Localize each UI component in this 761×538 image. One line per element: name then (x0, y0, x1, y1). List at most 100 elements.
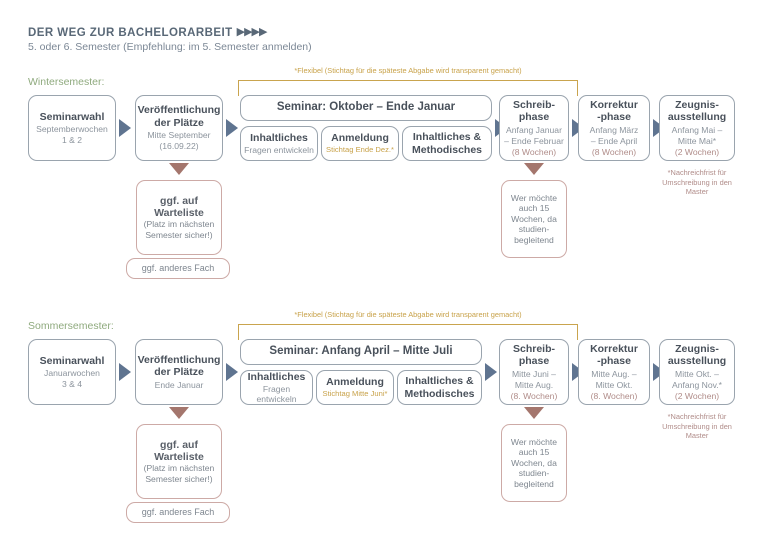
page-subtitle: 5. oder 6. Semester (Empfehlung: im 5. S… (28, 41, 312, 53)
box-title-line2: ausstellung (667, 111, 727, 124)
flexible-bracket-sommer (238, 324, 578, 340)
box-zeugnis-winter[interactable]: Zeugnis- ausstellung Anfang Mai – Mitte … (659, 95, 735, 161)
box-title-line2: ausstellung (667, 355, 727, 368)
box-subtitle-2: Semester sicher!) (145, 229, 213, 240)
box-title-line1: Korrektur (590, 342, 638, 355)
box-title-line2: Warteliste (154, 451, 204, 464)
box-anderes-fach-winter[interactable]: ggf. anderes Fach (126, 258, 230, 279)
box-schreibphase-sommer[interactable]: Schreib- phase Mitte Juni – Mitte Aug. (… (499, 339, 569, 405)
box-schreibphase-winter[interactable]: Schreib- phase Anfang Januar – Ende Febr… (499, 95, 569, 161)
box-title-line1: ggf. auf (160, 438, 198, 451)
arrow-right-icon (119, 119, 131, 137)
box-duration: (2 Wochen) (674, 146, 720, 157)
box-title: Seminar: Oktober – Ende Januar (276, 101, 456, 114)
box-subtitle: (Platz im nächsten (143, 463, 215, 474)
box-title: Inhaltliches (250, 131, 308, 144)
box-veroeffentlichung-winter[interactable]: Veröffentlichung der Plätze Mitte Septem… (135, 95, 223, 161)
box-line-3: Wochen, da (511, 457, 557, 468)
box-inhaltliches-winter[interactable]: Inhaltliches Fragen entwickeln (240, 126, 318, 161)
box-subtitle: Anfang Mai – (671, 124, 723, 135)
box-title: Seminarwahl (39, 110, 105, 123)
page-title: DER WEG ZUR BACHELORARBEIT▶▶▶▶ (28, 25, 268, 39)
box-subtitle-2: Anfang Nov.* (671, 379, 722, 390)
box-subtitle-2: (16.09.22) (159, 141, 199, 152)
box-label: ggf. anderes Fach (141, 263, 215, 274)
box-korrekturphase-winter[interactable]: Korrektur -phase Anfang März – Ende Apri… (578, 95, 650, 161)
box-zeugnis-sommer[interactable]: Zeugnis- ausstellung Mitte Okt. – Anfang… (659, 339, 735, 405)
box-title-line1: Korrektur (590, 98, 638, 111)
box-seminar-winter[interactable]: Seminar: Oktober – Ende Januar (240, 95, 492, 121)
box-title-line2: Methodisches (411, 143, 482, 156)
box-line-5: begleitend (514, 478, 554, 489)
title-arrows-icon: ▶▶▶▶ (236, 26, 268, 38)
box-title-line1: Inhaltliches & (412, 131, 482, 144)
arrow-right-icon (119, 363, 131, 381)
box-title-line2: phase (518, 111, 550, 124)
box-subtitle: Anfang Januar (506, 124, 562, 135)
box-korrekturphase-sommer[interactable]: Korrektur -phase Mitte Aug. – Mitte Okt.… (578, 339, 650, 405)
box-title-line1: Schreib- (512, 98, 555, 111)
box-line-1: Wer möchte (510, 436, 558, 447)
box-subtitle: Mitte Aug. – (591, 368, 637, 379)
box-title-line1: Zeugnis- (675, 342, 719, 355)
box-subtitle-2: Mitte Mai* (677, 135, 717, 146)
box-subtitle-2: – Ende April (590, 135, 638, 146)
box-duration: (8 Wochen) (591, 146, 637, 157)
box-subtitle-2: – Ende Februar (504, 135, 564, 146)
box-title: Inhaltliches (247, 370, 306, 383)
box-line-2: auch 15 (518, 203, 550, 214)
box-title: Anmeldung (326, 376, 384, 389)
box-deadline-note: Stichtag Ende Dez.* (326, 144, 394, 154)
arrow-down-icon (524, 163, 544, 175)
box-line-4: studien- (518, 468, 550, 479)
box-title-line1: Veröffentlichung (137, 354, 221, 367)
footnote-nachreichfrist-winter: *Nachreichfrist für Umschreibung in den … (662, 168, 732, 197)
box-anmeldung-winter[interactable]: Anmeldung Stichtag Ende Dez.* (321, 126, 399, 161)
box-subtitle: Januarwochen (44, 368, 100, 379)
box-line-2: auch 15 (518, 447, 550, 458)
box-subtitle: Anfang März (589, 124, 639, 135)
box-title: Seminar: Anfang April – Mitte Juli (269, 345, 453, 358)
box-title-line2: -phase (597, 355, 631, 368)
arrow-right-icon (226, 119, 238, 137)
box-title-line1: ggf. auf (160, 194, 198, 207)
box-title-line1: Veröffentlichung (137, 104, 221, 117)
box-subtitle: Mitte Juni – (512, 368, 556, 379)
arrow-down-icon (524, 407, 544, 419)
box-seminarwahl-sommer[interactable]: Seminarwahl Januarwochen 3 & 4 (28, 339, 116, 405)
box-line-4: studien- (518, 224, 550, 235)
box-warteliste-sommer[interactable]: ggf. auf Warteliste (Platz im nächsten S… (136, 424, 222, 499)
box-title-line1: Zeugnis- (675, 98, 719, 111)
box-duration: (2 Wochen) (674, 390, 720, 401)
box-veroeffentlichung-sommer[interactable]: Veröffentlichung der Plätze Ende Januar (135, 339, 223, 405)
box-title-line2: Methodisches (404, 387, 475, 400)
box-deadline-note: Stichtag Mitte Juni* (322, 388, 388, 398)
box-wermoechte-sommer[interactable]: Wer möchte auch 15 Wochen, da studien- b… (501, 424, 567, 502)
arrow-down-icon (169, 163, 189, 175)
box-subtitle: Mitte Okt. – (675, 368, 719, 379)
page-title-text: DER WEG ZUR BACHELORARBEIT (28, 27, 233, 39)
box-seminar-sommer[interactable]: Seminar: Anfang April – Mitte Juli (240, 339, 482, 365)
box-title-line1: Schreib- (512, 342, 555, 355)
section-label-sommersemester: Sommersemester: (28, 320, 114, 332)
box-subtitle-2: 1 & 2 (61, 135, 83, 146)
box-warteliste-winter[interactable]: ggf. auf Warteliste (Platz im nächsten S… (136, 180, 222, 255)
section-label-wintersemester: Wintersemester: (28, 76, 105, 88)
box-subtitle: Ende Januar (154, 379, 204, 390)
box-inhaltliches-methodisches-winter[interactable]: Inhaltliches & Methodisches (402, 126, 492, 161)
box-label: ggf. anderes Fach (141, 507, 215, 518)
box-seminarwahl-winter[interactable]: Seminarwahl Septemberwochen 1 & 2 (28, 95, 116, 161)
box-title-line2: der Plätze (154, 116, 204, 129)
box-duration: (8 Wochen) (511, 146, 557, 157)
box-inhaltliches-methodisches-sommer[interactable]: Inhaltliches & Methodisches (397, 370, 482, 405)
footnote-nachreichfrist-sommer: *Nachreichfrist für Umschreibung in den … (662, 412, 732, 441)
box-title-line2: -phase (597, 111, 631, 124)
box-wermoechte-winter[interactable]: Wer möchte auch 15 Wochen, da studien- b… (501, 180, 567, 258)
arrow-right-icon (226, 363, 238, 381)
box-subtitle-2: Mitte Aug. (514, 379, 554, 390)
box-inhaltliches-sommer[interactable]: Inhaltliches Fragen entwickeln (240, 370, 313, 405)
box-anderes-fach-sommer[interactable]: ggf. anderes Fach (126, 502, 230, 523)
box-title-line2: phase (518, 355, 550, 368)
box-anmeldung-sommer[interactable]: Anmeldung Stichtag Mitte Juni* (316, 370, 394, 405)
box-title: Seminarwahl (39, 354, 105, 367)
